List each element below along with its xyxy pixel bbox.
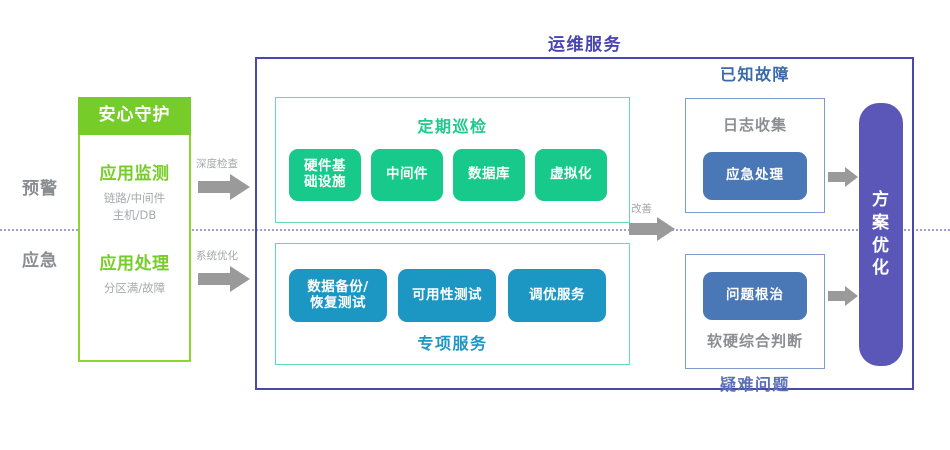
left-block-title-monitoring: 应用监测 [99,164,170,185]
button-root-cause-fix[interactable]: 问题根治 [703,272,807,320]
outcome-plan-optimization: 方 案 优 化 [859,103,903,366]
left-column-frame [78,97,191,362]
arrow-system-optimize-icon [198,266,250,292]
chip-tuning-service[interactable]: 调优服务 [508,269,606,322]
left-block-sub-line-2: 主机/DB [112,208,157,222]
stage-divider [0,229,950,231]
outcome-char-2: 案 [872,212,890,233]
chip-middleware[interactable]: 中间件 [371,149,443,201]
right-box-label-difficult-problem: 疑难问题 [719,374,790,394]
stage-label-warning: 预警 [22,179,58,200]
chip-virtualization[interactable]: 虚拟化 [535,149,607,201]
chip-line-2: 恢复测试 [310,294,366,311]
arrow-caption-improve: 改善 [631,203,652,215]
panel-title-periodic-inspection: 定期巡检 [417,116,488,136]
panel-title-special-services: 专项服务 [417,333,488,353]
outcome-char-4: 化 [872,258,890,279]
ops-service-container [255,57,914,390]
left-block-sub-monitoring: 链路/中间件 主机/DB [78,189,191,225]
chip-line-1: 数据备份/ [307,278,369,295]
outcome-char-1: 方 [872,189,890,210]
outcome-char-3: 优 [872,235,890,256]
left-block-sub-handling: 分区满/故障 [103,280,166,295]
chip-hardware-infrastructure[interactable]: 硬件基 础设施 [289,149,361,201]
left-column-header: 安心守护 [78,97,191,135]
chip-database[interactable]: 数据库 [453,149,525,201]
right-box-title-hw-sw-judgement: 软硬综合判断 [706,332,803,351]
arrow-to-plan-top-icon [828,167,858,187]
stage-label-emergency: 应急 [22,251,58,272]
chip-backup-restore-test[interactable]: 数据备份/ 恢复测试 [289,269,387,322]
button-emergency-handling[interactable]: 应急处理 [703,152,807,200]
arrow-deep-check-icon [198,174,250,200]
chip-availability-test[interactable]: 可用性测试 [398,269,496,322]
right-box-title-log-collection: 日志收集 [722,116,787,135]
arrow-improve-icon [629,217,675,241]
chip-line-1: 硬件基 [304,158,346,175]
right-box-label-known-fault: 已知故障 [719,64,790,84]
chip-line-2: 础设施 [304,174,346,190]
arrow-to-plan-bottom-icon [828,286,858,306]
left-block-title-handling: 应用处理 [99,254,170,275]
arrow-caption-system-optimize: 系统优化 [196,250,238,262]
main-title: 运维服务 [548,35,622,56]
left-block-sub-line-1: 链路/中间件 [103,191,166,206]
arrow-caption-deep-check: 深度检查 [196,158,238,170]
